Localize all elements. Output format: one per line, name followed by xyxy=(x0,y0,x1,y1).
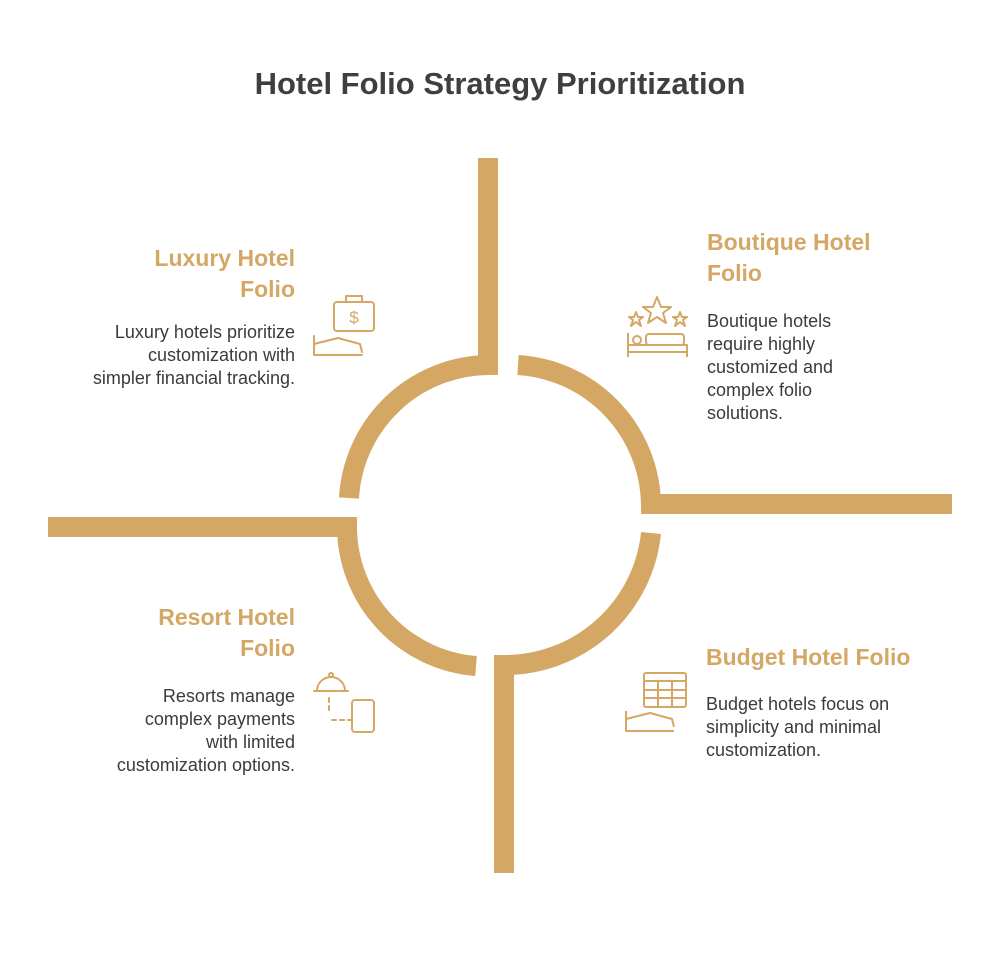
top-right-arc xyxy=(517,355,952,514)
page-title: Hotel Folio Strategy Prioritization xyxy=(254,66,746,101)
luxury-description: Luxury hotels prioritize customization w… xyxy=(92,322,295,388)
cloche-phone-icon xyxy=(313,672,375,733)
top-left-arc xyxy=(339,158,498,499)
svg-text:$: $ xyxy=(349,308,359,327)
money-bag-hand-icon: $ xyxy=(313,295,375,356)
spreadsheet-hand-icon xyxy=(625,672,687,732)
stars-bed-icon xyxy=(627,296,688,357)
bottom-right-arc xyxy=(494,531,661,873)
budget-title: Budget Hotel Folio xyxy=(706,644,911,670)
boutique-title: Boutique Hotel Folio xyxy=(707,229,871,286)
boutique-description: Boutique hotels require highly customize… xyxy=(707,311,834,423)
resort-title: Resort Hotel Folio xyxy=(158,604,295,661)
resort-description: Resorts manage complex payments with lim… xyxy=(116,686,295,775)
budget-description: Budget hotels focus on simplicity and mi… xyxy=(706,694,890,760)
luxury-title: Luxury Hotel Folio xyxy=(154,245,295,302)
bottom-left-arc xyxy=(48,517,477,676)
